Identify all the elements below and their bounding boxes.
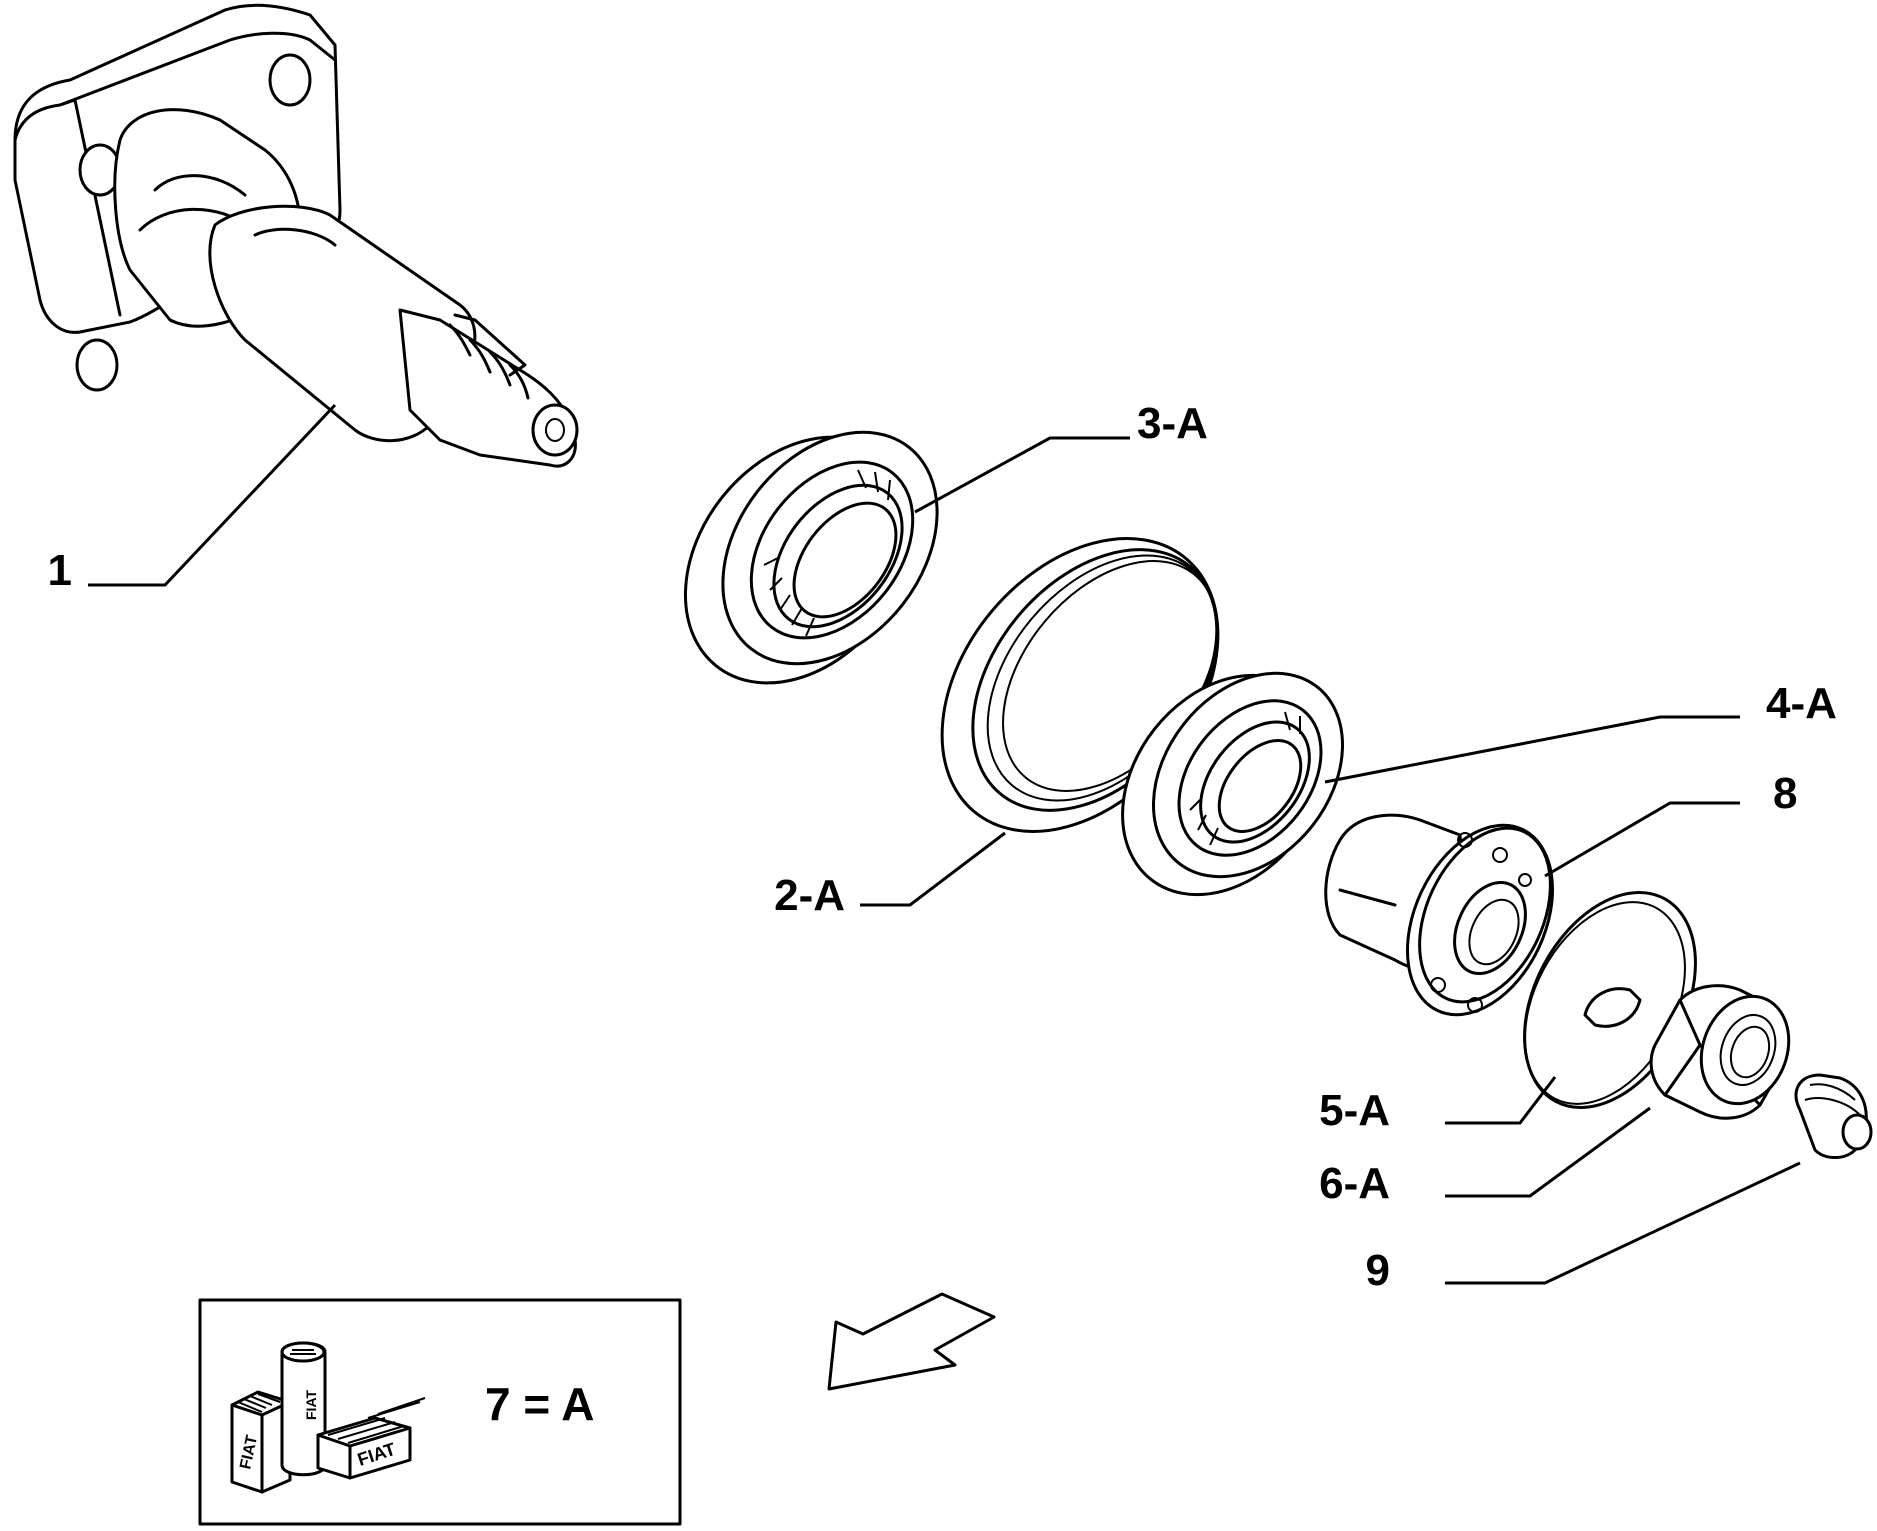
part-bearing-4a <box>1121 671 1344 897</box>
part-stub-axle <box>13 3 579 468</box>
part-cap-9 <box>1794 1073 1873 1159</box>
part-bearing-3a <box>683 430 939 685</box>
fiat-cylinder-label: FIAT <box>303 1389 319 1420</box>
callout-5a: 5-A <box>1319 1086 1390 1135</box>
callout-8: 8 <box>1773 769 1797 818</box>
callout-6a: 6-A <box>1319 1159 1390 1208</box>
callout-2a: 2-A <box>774 871 845 920</box>
legend-box: FIAT FIAT FIAT 7 = A <box>198 1298 682 1526</box>
callout-labels: 1 2-A 3-A 4-A 5-A 6-A 8 9 <box>48 399 1837 1295</box>
fiat-kit-icon: FIAT FIAT FIAT <box>230 1341 426 1494</box>
callout-4a: 4-A <box>1766 679 1837 728</box>
callout-3a: 3-A <box>1137 399 1208 448</box>
callout-9: 9 <box>1366 1246 1390 1295</box>
part-hub-8 <box>1324 813 1555 1017</box>
direction-arrow-icon <box>827 1292 996 1391</box>
legend-equation: 7 = A <box>485 1378 595 1430</box>
callout-1: 1 <box>48 546 72 595</box>
fiat-box-label-left: FIAT <box>237 1433 261 1470</box>
part-nut-6a <box>1649 984 1791 1120</box>
leader-lines <box>88 403 1801 1285</box>
